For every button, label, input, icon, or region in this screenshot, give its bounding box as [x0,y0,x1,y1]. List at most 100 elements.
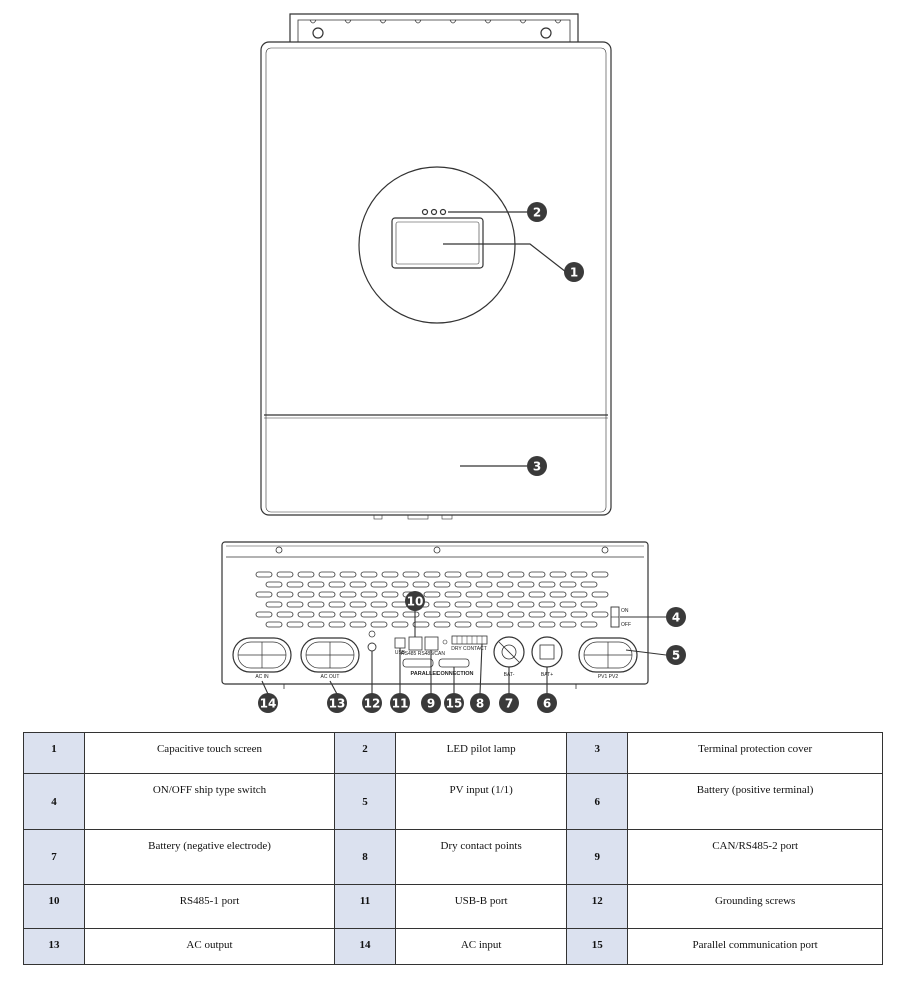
callout-number: 1 [570,266,578,280]
vent-slot [486,571,504,578]
vent-slot [486,611,504,618]
callout-5: 5 [666,645,686,665]
vent-slot [444,591,462,598]
vent-slot [465,611,483,618]
callout-10: 10 [405,591,425,611]
vent-slot [370,581,388,588]
vent-slot [276,611,294,618]
callout-number: 15 [446,697,463,711]
can-rs485-port [424,636,439,651]
callout-circle [390,693,410,713]
vent-slot [318,571,336,578]
dry-contact-label: DRY CONTACT [451,646,487,652]
vent-slot [265,581,283,588]
legend-number: 5 [334,773,397,830]
ac-out-label: AC OUT [321,674,340,680]
vent-slot [538,621,556,628]
callout-number: 6 [543,697,551,711]
vent-slot [412,581,430,588]
legend-number: 6 [566,773,629,830]
switch-off-label: OFF [621,622,631,628]
vent-slot [454,621,472,628]
vent-slot [255,591,273,598]
callout-circle [362,693,382,713]
legend-description: Capacitive touch screen [83,732,336,774]
front-view [260,13,612,520]
inverter-diagram: ON OFF AC IN AC OUT PARALLEL CONNECTION … [221,13,686,713]
vent-slot [381,571,399,578]
legend-number: 4 [23,773,85,830]
vent-slot [286,601,304,608]
callout-circle [444,693,464,713]
vent-slot [297,571,315,578]
vent-slot [402,571,420,578]
callout-15: 15 [444,693,464,713]
vent-slot [255,611,273,618]
legend-number: 11 [334,884,397,929]
vent-slot [307,601,325,608]
bracket-hole-right [540,27,552,39]
table-row: 10 RS485-1 port 11 USB-B port 12 Groundi… [23,884,883,929]
vent-slot [538,601,556,608]
vent-slot [360,571,378,578]
switch-on-label: ON [621,608,629,614]
callout-9: 9 [421,693,441,713]
legend-table: 1 Capacitive touch screen 2 LED pilot la… [23,732,883,965]
vent-slot [496,601,514,608]
bracket-hole-left [312,27,324,39]
vent-slot [307,621,325,628]
vent-slot [360,591,378,598]
legend-description: Parallel communication port [627,928,883,965]
vent-slot [276,571,294,578]
legend-description: AC output [83,928,336,965]
vent-slot [465,571,483,578]
vent-slot [465,591,483,598]
legend-description: Battery (positive terminal) [627,773,883,830]
touch-screen [391,217,484,269]
legend-description: PV input (1/1) [395,773,568,830]
legend-number: 3 [566,732,629,774]
battery-negative-terminal [493,636,525,668]
dry-contact-block [451,635,488,645]
display-panel [358,166,516,324]
legend-number: 13 [23,928,85,965]
vent-slot [370,601,388,608]
vent-slot [307,581,325,588]
callout-number: 8 [476,697,484,711]
parallel-port [402,658,434,668]
legend-description: RS485-1 port [83,884,336,929]
pv-label: PV1 PV2 [598,674,619,680]
callout-2: 2 [527,202,547,222]
vent-slot [507,591,525,598]
vent-slot [381,591,399,598]
callout-circle [258,693,278,713]
vent-slot [570,591,588,598]
callout-number: 3 [533,460,541,474]
vent-slot [507,571,525,578]
vent-slot [580,621,598,628]
grounding-screw [367,642,377,652]
vent-slot [328,581,346,588]
callout-number: 12 [364,697,381,711]
vent-slot [433,621,451,628]
inverter-body [260,41,612,516]
vent-slot [528,571,546,578]
vent-slot [360,611,378,618]
callout-14: 14 [258,693,278,713]
vent-slot [591,571,609,578]
vent-slot [475,621,493,628]
callout-7: 7 [499,693,519,713]
vent-slot [496,621,514,628]
vent-slot [454,581,472,588]
vent-slot [318,611,336,618]
callout-8: 8 [470,693,490,713]
vent-slot [507,611,525,618]
vent-slot [339,611,357,618]
vent-slot [496,581,514,588]
vent-slot [339,571,357,578]
callout-circle [666,645,686,665]
callout-6: 6 [537,693,557,713]
pv-input-port [578,637,638,673]
ac-in-port [232,637,292,673]
